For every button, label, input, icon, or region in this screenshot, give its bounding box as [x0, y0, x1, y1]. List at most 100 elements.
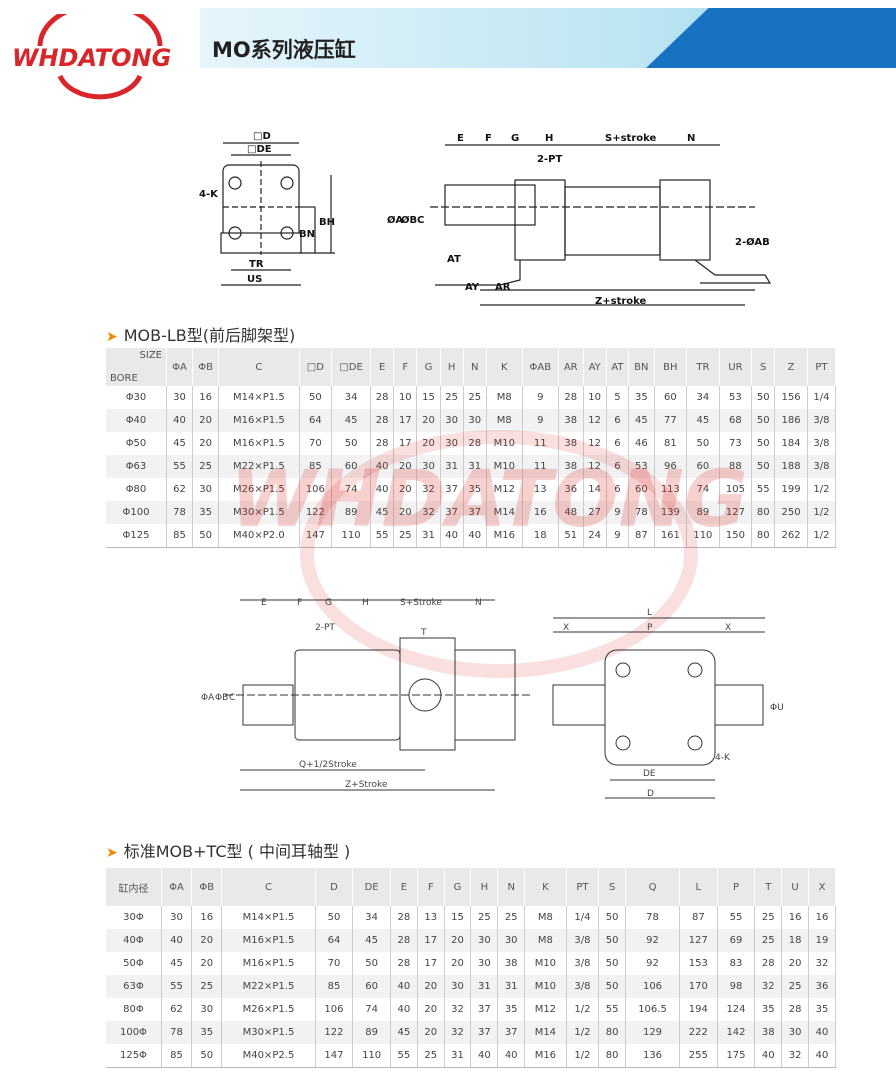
dim2-g: G [325, 598, 332, 608]
table-cell: M22×P1.5 [221, 975, 316, 998]
table-cell: 25 [754, 906, 783, 929]
table-cell: 80 [751, 501, 776, 524]
technical-drawing-lb: □D □DE 4-K TR US BN BH E F G H S+stroke … [199, 131, 772, 307]
table-cell: 45 [370, 501, 395, 524]
column-header: N [497, 868, 526, 906]
table-cell: 51 [558, 524, 584, 548]
table-cell: 28 [781, 998, 809, 1021]
section-title-tc: ➤标准MOB+TC型 ( 中间耳轴型 ) [106, 842, 351, 861]
table-cell: 194 [679, 998, 718, 1021]
table-cell: 55 [161, 975, 193, 998]
dim2-p: P [647, 623, 653, 633]
column-header: S [751, 348, 776, 386]
table-cell: 16 [808, 906, 837, 929]
table-cell: 153 [679, 952, 718, 975]
table-cell: 139 [654, 501, 688, 524]
column-header: D [315, 868, 354, 906]
table-cell: 16 [522, 501, 559, 524]
table-cell: 142 [717, 1021, 756, 1044]
column-header: Z [774, 348, 808, 386]
table-cell: 40 [370, 455, 395, 478]
dim2-z: Z+Stroke [345, 780, 388, 790]
table-cell: 78 [166, 501, 194, 524]
table-cell: 50 [598, 929, 627, 952]
table-cell: 85 [299, 455, 333, 478]
table-cell: 88 [719, 455, 753, 478]
dim-z: Z+stroke [595, 296, 647, 307]
dim-e: E [457, 133, 464, 144]
table-cell: 28 [390, 906, 418, 929]
table-cell: 150 [719, 524, 753, 548]
table-cell: Φ125 [106, 524, 167, 548]
table-cell: M10 [524, 975, 567, 998]
table-cell: 50 [299, 386, 333, 409]
dim2-t: T [420, 628, 427, 638]
table-cell: 37 [470, 1021, 499, 1044]
table-cell: 136 [625, 1044, 680, 1068]
table-cell: 40 [808, 1044, 837, 1068]
dim-ay: AY [465, 282, 480, 293]
table-cell: 15 [416, 386, 441, 409]
table-cell: 25 [497, 906, 526, 929]
table-cell: 31 [440, 455, 464, 478]
table-cell: M40×P2.0 [218, 524, 300, 548]
table-cell: 25 [463, 386, 487, 409]
table-cell: M14×P1.5 [218, 386, 300, 409]
table-cell: 147 [299, 524, 333, 548]
table-cell: 70 [315, 952, 354, 975]
table-cell: M22×P1.5 [218, 455, 300, 478]
table-cell: 31 [497, 975, 526, 998]
table-cell: 34 [352, 906, 391, 929]
table-cell: 20 [417, 1021, 445, 1044]
table-cell: 64 [299, 409, 333, 432]
table-cell: 27 [583, 501, 607, 524]
column-header: □D [299, 348, 333, 386]
column-header: S [598, 868, 627, 906]
table-cell: 12 [583, 455, 607, 478]
table-cell: 40Φ [106, 929, 162, 952]
table-cell: 32 [444, 998, 472, 1021]
table-cell: 30 [192, 478, 220, 501]
table-cell: 9 [522, 386, 559, 409]
table-cell: 11 [522, 432, 559, 455]
table-cell: 55 [717, 906, 756, 929]
table-cell: 262 [774, 524, 808, 548]
column-header: ΦB [191, 868, 223, 906]
table-cell: 40 [808, 1021, 837, 1044]
table-cell: 28 [370, 386, 395, 409]
table-cell: 87 [628, 524, 655, 548]
table-cell: 20 [417, 998, 445, 1021]
dim-pt: 2-PT [537, 154, 562, 165]
column-header: AR [558, 348, 584, 386]
table-cell: 3/8 [566, 929, 600, 952]
table-cell: 37 [470, 998, 499, 1021]
table-cell: 1/2 [807, 524, 837, 548]
dim2-x1: X [563, 623, 569, 633]
dim-h: H [545, 133, 553, 144]
column-header: BH [654, 348, 688, 386]
column-header: F [393, 348, 418, 386]
table-cell: 28 [754, 952, 783, 975]
table-cell: 25 [191, 975, 223, 998]
table-cell: 9 [606, 501, 630, 524]
table-cell: 3/8 [807, 409, 837, 432]
dim2-x2: X [725, 623, 731, 633]
table-cell: 45 [628, 409, 655, 432]
table-cell: 46 [628, 432, 655, 455]
column-header: BN [628, 348, 655, 386]
table-cell: 35 [497, 998, 526, 1021]
table-cell: M8 [524, 906, 567, 929]
table-cell: 55 [370, 524, 395, 548]
table-cell: 25 [393, 524, 418, 548]
table-cell: 37 [497, 1021, 526, 1044]
table-cell: 45 [166, 432, 194, 455]
table-cell: 35 [463, 478, 487, 501]
table-cell: M16 [486, 524, 523, 548]
column-header: P [717, 868, 756, 906]
table-cell: 50 [352, 952, 391, 975]
